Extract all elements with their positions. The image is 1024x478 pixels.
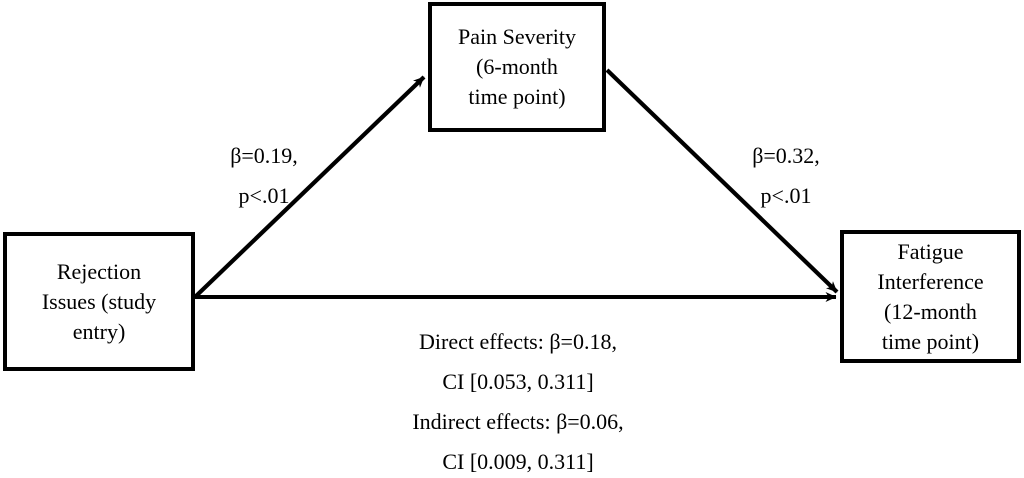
path-label-a-beta: β=0.19, bbox=[230, 143, 298, 168]
effects-summary: Direct effects: β=0.18, CI [0.053, 0.311… bbox=[318, 322, 718, 478]
node-fatigue-interference-line-2: Interference bbox=[877, 268, 984, 294]
node-rejection-issues: Rejection Issues (study entry) bbox=[3, 232, 195, 371]
path-label-a-significance: p<.01 bbox=[238, 183, 290, 208]
node-pain-severity: Pain Severity (6-month time point) bbox=[428, 2, 606, 132]
node-rejection-issues-line-1: Rejection bbox=[56, 258, 142, 284]
path-label-b: β=0.32, p<.01 bbox=[738, 136, 834, 216]
direct-effect-ci: CI [0.053, 0.311] bbox=[442, 369, 594, 394]
node-rejection-issues-line-3: entry) bbox=[72, 318, 126, 344]
path-label-b-beta: β=0.32, bbox=[752, 143, 820, 168]
path-label-b-significance: p<.01 bbox=[760, 183, 812, 208]
node-fatigue-interference: Fatigue Interference (12-month time poin… bbox=[840, 230, 1021, 363]
node-fatigue-interference-line-3: (12-month bbox=[884, 298, 977, 324]
indirect-effect-label: Indirect effects: β=0.06, bbox=[412, 409, 624, 434]
direct-effect-label: Direct effects: β=0.18, bbox=[419, 329, 617, 354]
indirect-effect-ci: CI [0.009, 0.311] bbox=[442, 449, 594, 474]
node-pain-severity-line-2: (6-month bbox=[476, 54, 558, 79]
node-fatigue-interference-line-4: time point) bbox=[881, 328, 980, 354]
path-label-a: β=0.19, p<.01 bbox=[216, 136, 312, 216]
node-pain-severity-line-3: time point) bbox=[468, 84, 566, 109]
node-fatigue-interference-line-1: Fatigue bbox=[897, 238, 964, 264]
node-rejection-issues-line-2: Issues (study bbox=[41, 288, 157, 314]
node-pain-severity-line-1: Pain Severity bbox=[458, 24, 576, 49]
